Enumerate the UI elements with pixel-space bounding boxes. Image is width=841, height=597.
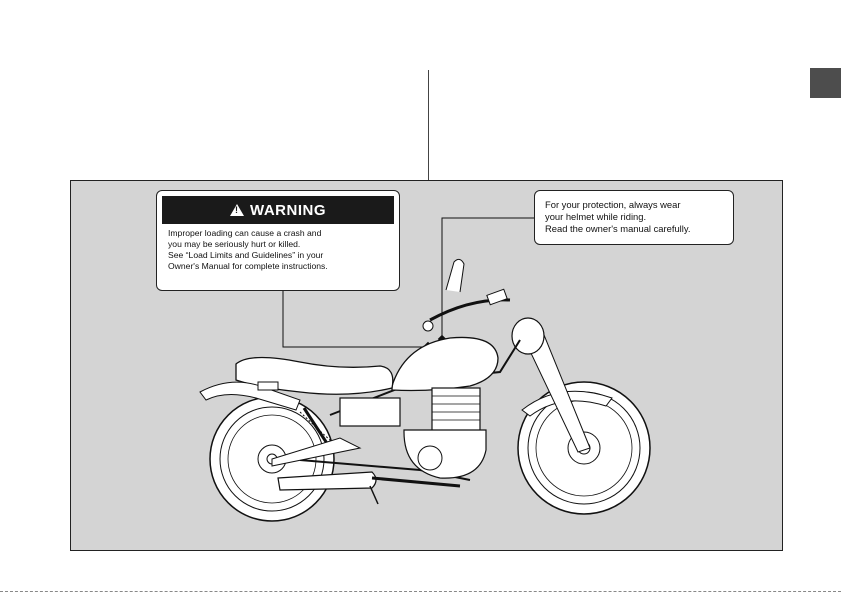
- warning-line: See “Load Limits and Guidelines” in your: [168, 250, 388, 261]
- warning-triangle-icon: [230, 204, 244, 216]
- headlight: [512, 318, 544, 354]
- warning-line: Improper loading can cause a crash and: [168, 228, 388, 239]
- helmet-line: Read the owner's manual carefully.: [545, 223, 723, 235]
- warning-leader-line: [283, 291, 428, 347]
- warning-header: WARNING: [162, 196, 394, 224]
- fuel-tank: [392, 337, 498, 390]
- mirror: [446, 259, 464, 292]
- helmet-label: For your protection, always wear your he…: [534, 190, 734, 245]
- helmet-line: your helmet while riding.: [545, 211, 723, 223]
- warning-title: WARNING: [250, 202, 326, 219]
- warning-line: you may be seriously hurt or killed.: [168, 239, 388, 250]
- helmet-line: For your protection, always wear: [545, 199, 723, 211]
- warning-line: Owner's Manual for complete instructions…: [168, 261, 388, 272]
- warning-text: Improper loading can cause a crash and y…: [162, 228, 394, 272]
- warning-label: WARNING Improper loading can cause a cra…: [156, 190, 400, 291]
- page-bottom-rule: [0, 591, 841, 592]
